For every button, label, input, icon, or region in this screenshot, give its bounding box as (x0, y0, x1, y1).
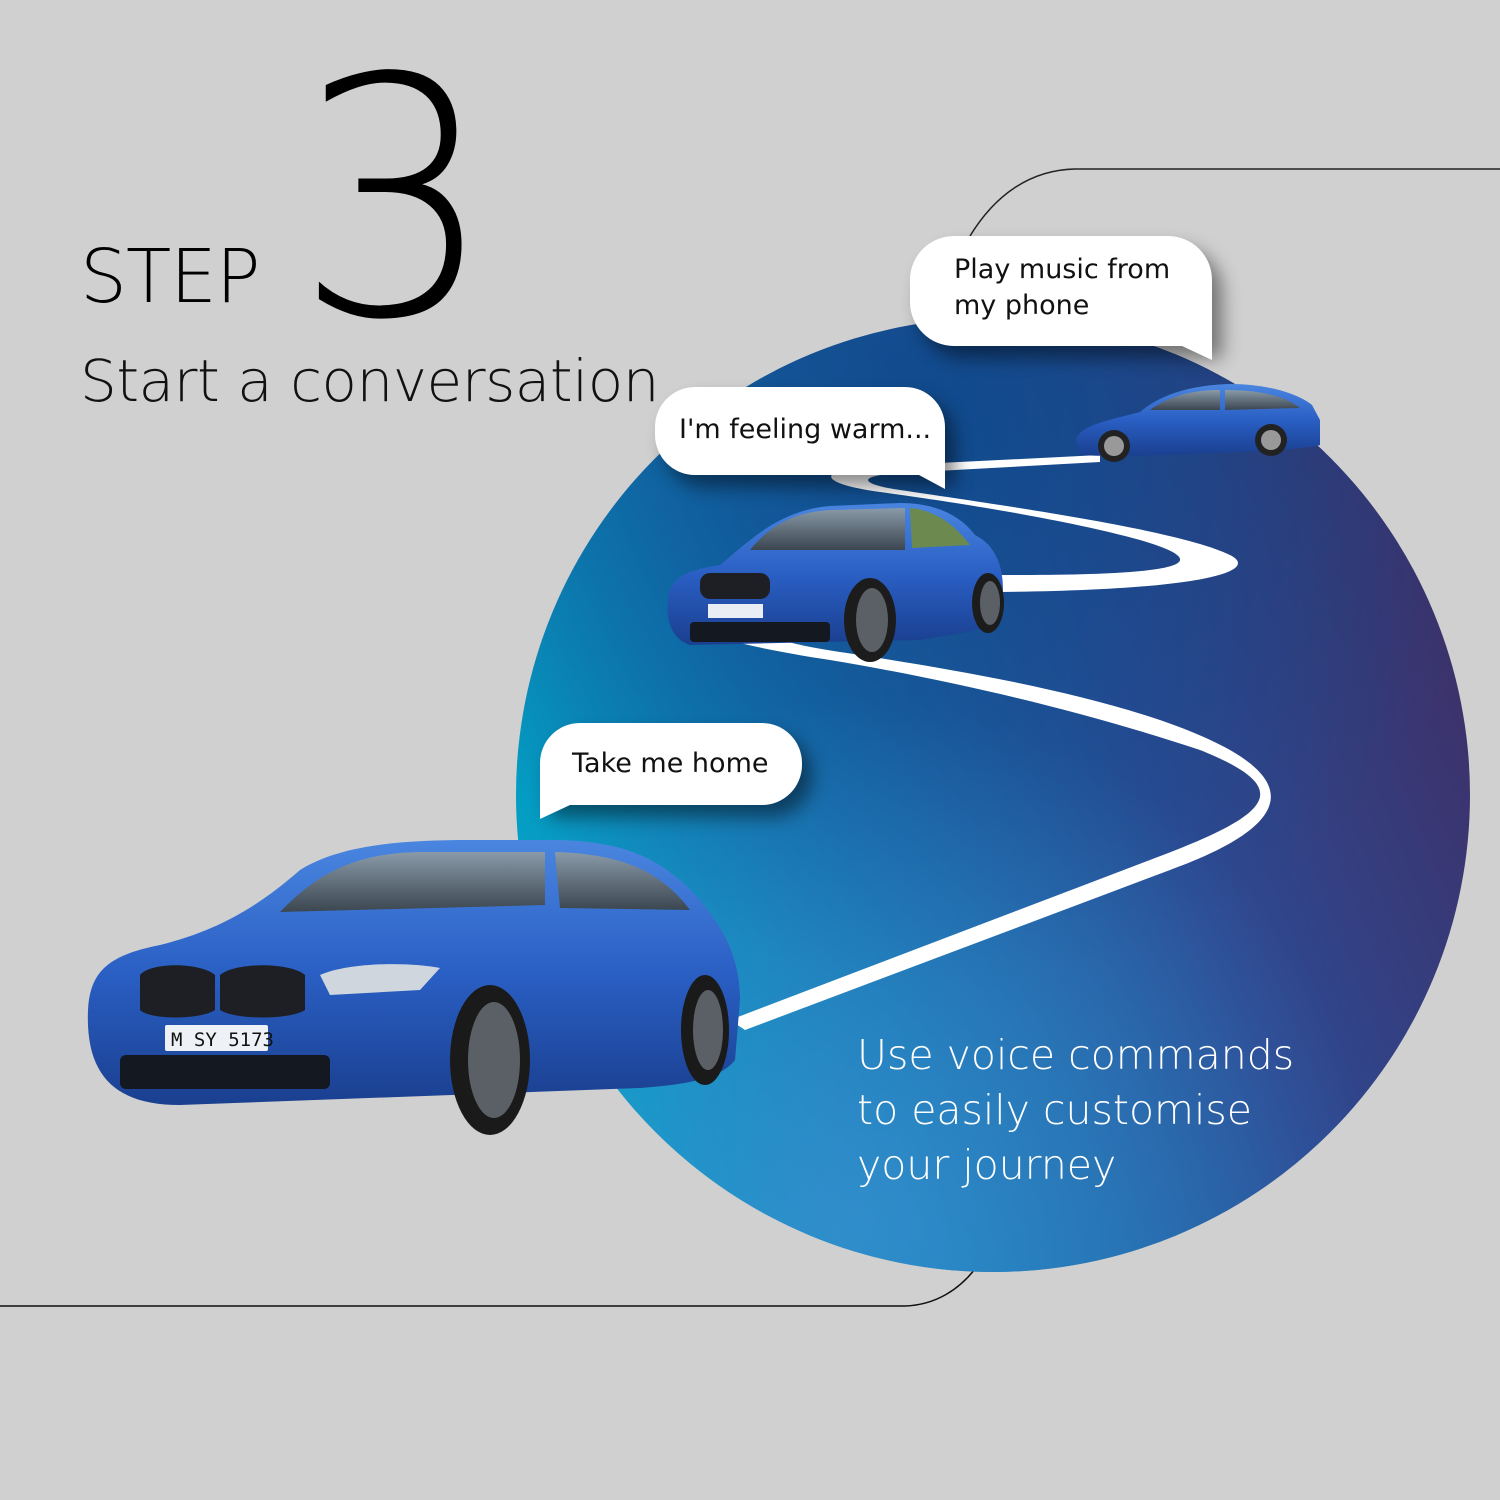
license-plate-middle (708, 604, 763, 618)
tagline-line-2: to easily customise (857, 1086, 1252, 1134)
tagline-line-1: Use voice commands (857, 1031, 1295, 1079)
license-plate-front (165, 1025, 268, 1051)
bubble-text: Take me home (572, 748, 769, 779)
license-plate-text: M SY 5173 (171, 1029, 274, 1051)
decorative-line-bottom (0, 1264, 979, 1307)
speech-bubble-play-music: Play music from my phone (910, 236, 1212, 360)
step-label: STEP (80, 234, 261, 320)
bubble-tail (919, 475, 945, 489)
bubble-tail (1182, 346, 1212, 360)
car-front: M SY 5173 (87, 840, 741, 1135)
tagline-line-3: your journey (857, 1141, 1117, 1189)
page-subtitle: Start a conversation (80, 347, 659, 415)
bubble-text-line1: Play music from (954, 254, 1171, 285)
bubble-text-line2: my phone (954, 290, 1090, 321)
speech-bubble-take-me-home: Take me home (540, 723, 802, 819)
bubble-text: I'm feeling warm... (679, 414, 932, 445)
speech-bubble-feeling-warm: I'm feeling warm... (655, 387, 945, 489)
car-back (1076, 384, 1320, 462)
bubble-tail (540, 805, 570, 819)
car-middle (667, 503, 1004, 662)
decorative-line-top (969, 168, 1500, 237)
step-number: 3 (295, 8, 495, 392)
tagline: Use voice commands to easily customise y… (857, 1028, 1294, 1193)
